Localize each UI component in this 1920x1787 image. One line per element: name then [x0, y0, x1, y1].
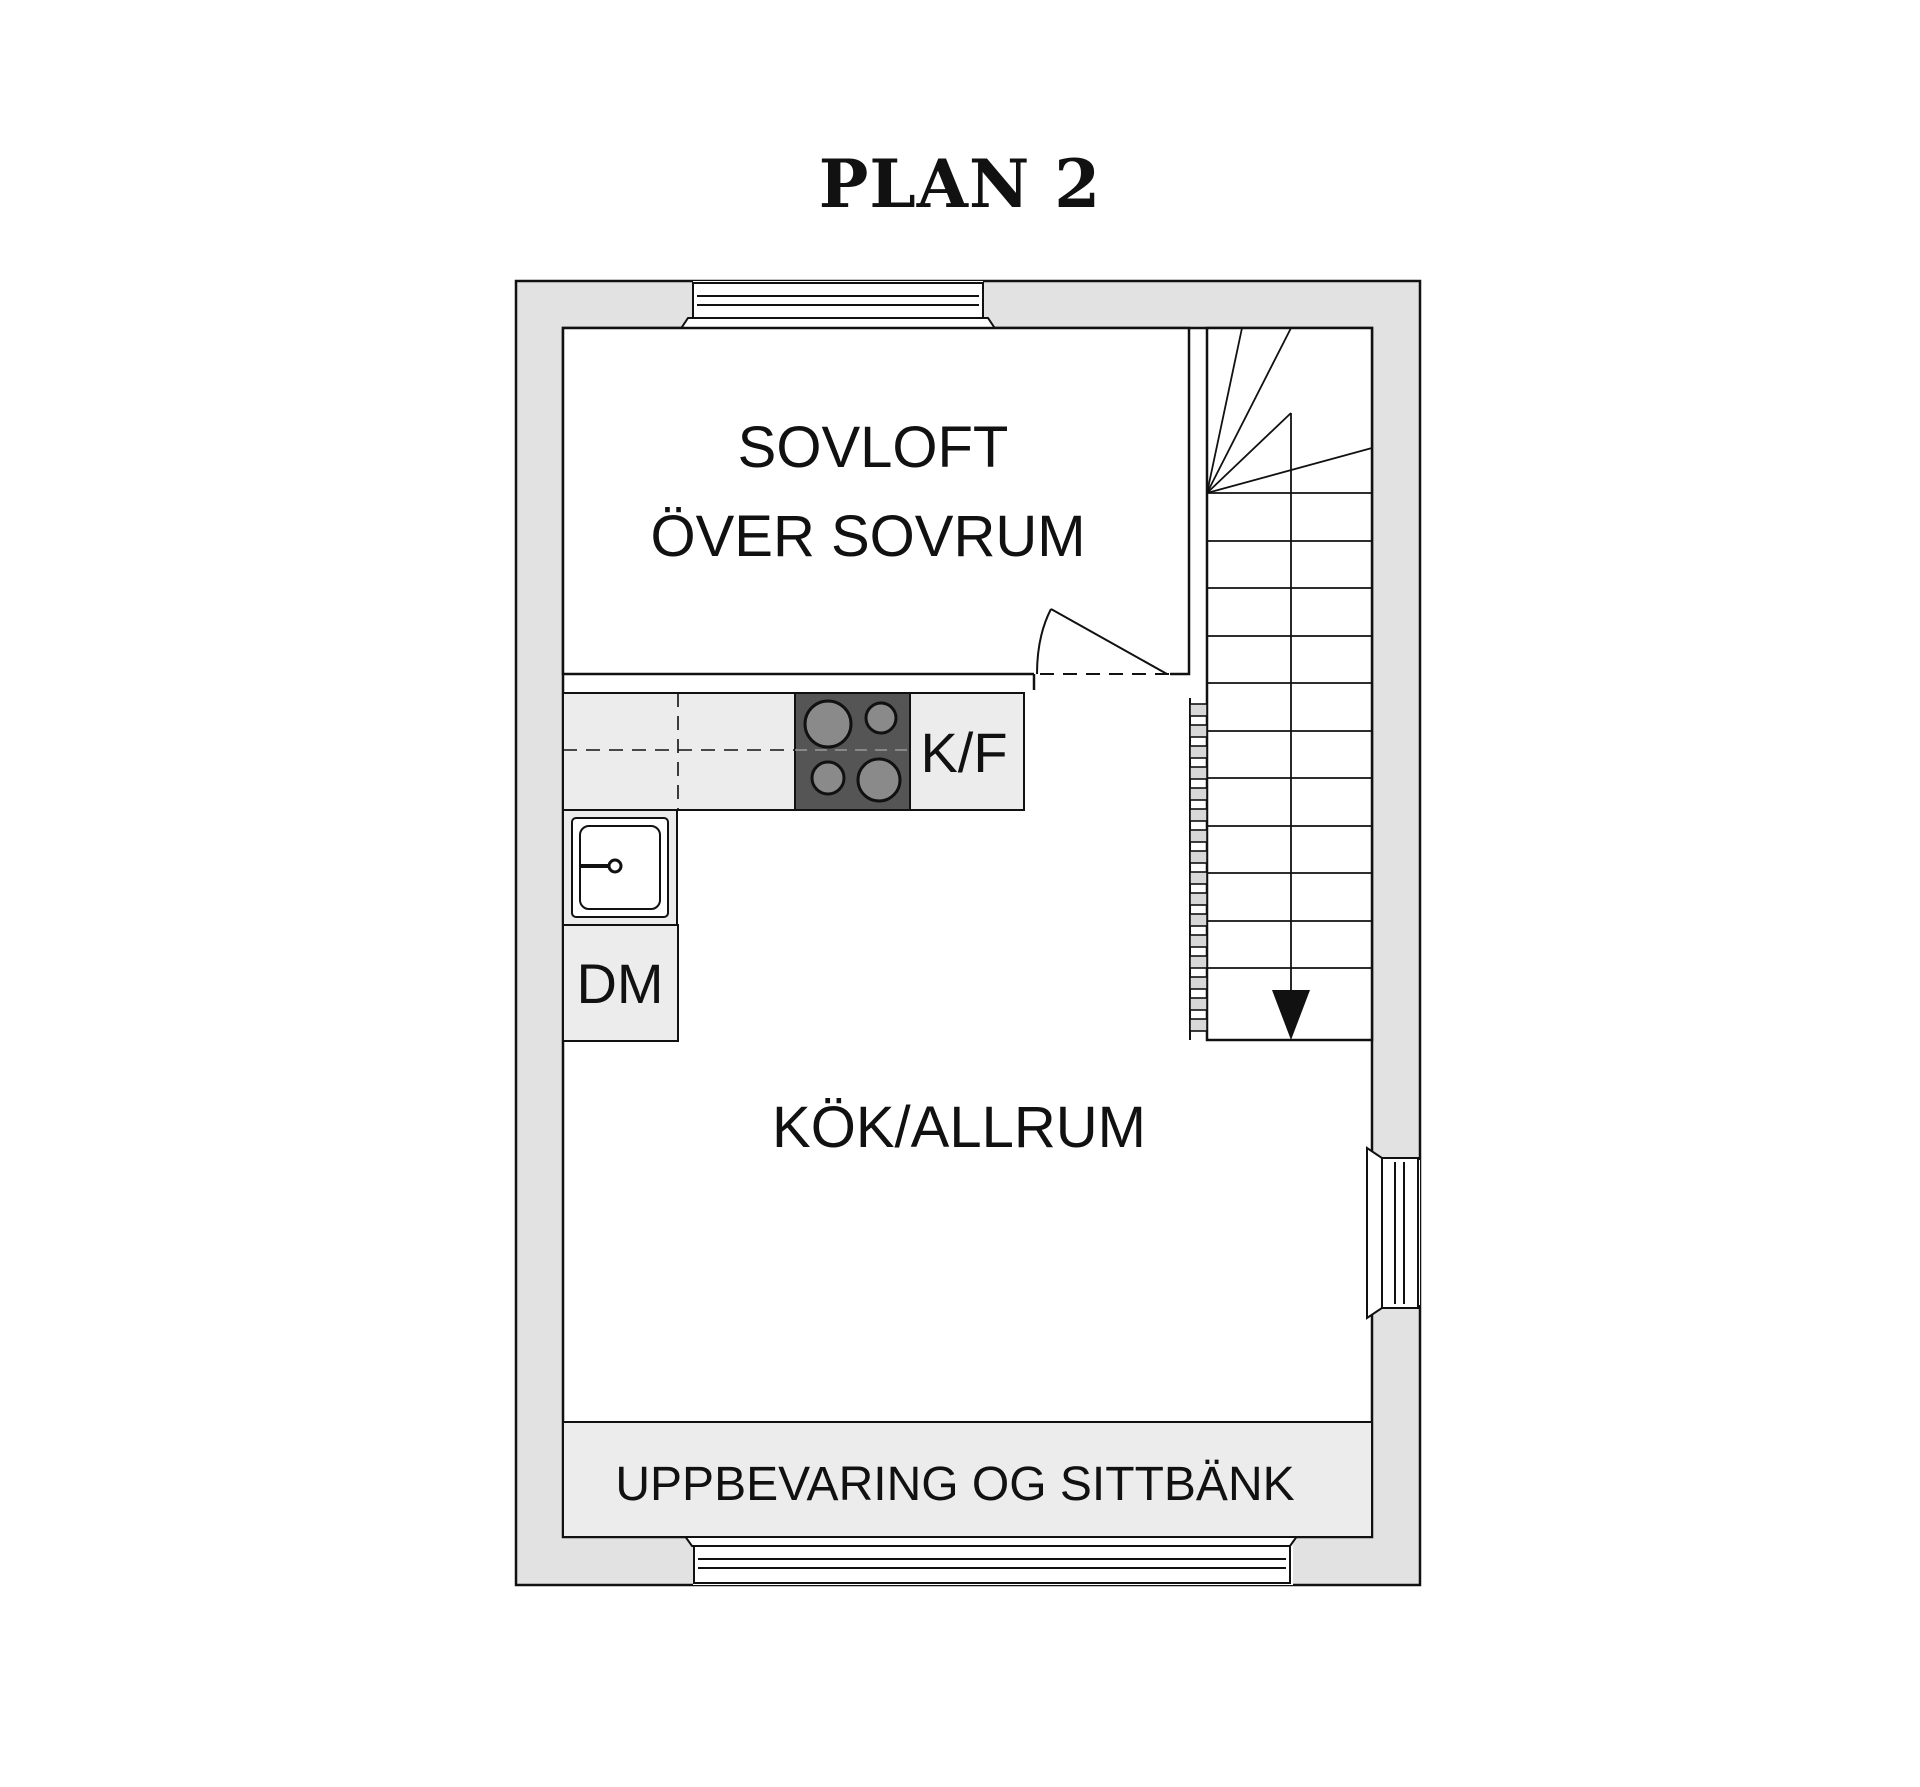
railing-baluster	[1189, 766, 1208, 780]
railing-baluster	[1189, 703, 1208, 717]
railing-baluster	[1189, 787, 1208, 801]
stove	[794, 692, 911, 811]
fridge-freezer-label: K/F	[920, 721, 1007, 784]
stove-burner	[803, 699, 853, 749]
railing-baluster	[1189, 871, 1208, 885]
storage-bench: UPPBEVARING OG SITTBÄNK	[562, 1421, 1373, 1538]
room-label-kok-allrum: KÖK/ALLRUM	[772, 1095, 1146, 1160]
window-right	[1366, 1146, 1420, 1320]
room-label-sovloft: SOVLOFT	[738, 415, 1009, 480]
fridge-freezer: K/F	[909, 692, 1025, 811]
railing-baluster	[1189, 955, 1208, 969]
stove-burner	[864, 701, 898, 735]
window-bottom	[680, 1531, 1302, 1585]
railing-baluster	[1189, 976, 1208, 990]
kitchen-counter	[562, 692, 796, 811]
stair-direction-arrow	[1272, 990, 1310, 1040]
railing-baluster	[1189, 724, 1208, 738]
railing-baluster	[1189, 892, 1208, 906]
railing-baluster	[1189, 997, 1208, 1011]
railing-baluster	[1189, 850, 1208, 864]
railing-baluster	[1189, 745, 1208, 759]
railing-baluster	[1189, 934, 1208, 948]
dishwasher: DM	[562, 924, 679, 1042]
staircase	[1205, 326, 1374, 1042]
dishwasher-label: DM	[576, 952, 663, 1015]
stove-burner	[856, 757, 902, 803]
loft-door	[1032, 608, 1170, 690]
railing-baluster	[1189, 913, 1208, 927]
room-label-sovloft-sub: ÖVER SOVRUM	[650, 504, 1085, 569]
railing-baluster	[1189, 829, 1208, 843]
page-title: PLAN 2	[818, 145, 1102, 223]
sink	[562, 809, 678, 926]
sovloft-area	[561, 326, 1191, 676]
railing-baluster	[1189, 808, 1208, 822]
stair-railing	[1189, 698, 1208, 1040]
window-top	[676, 281, 1000, 334]
railing-baluster	[1189, 1018, 1208, 1032]
storage-bench-label: UPPBEVARING OG SITTBÄNK	[615, 1458, 1294, 1511]
stove-burner	[810, 760, 846, 796]
